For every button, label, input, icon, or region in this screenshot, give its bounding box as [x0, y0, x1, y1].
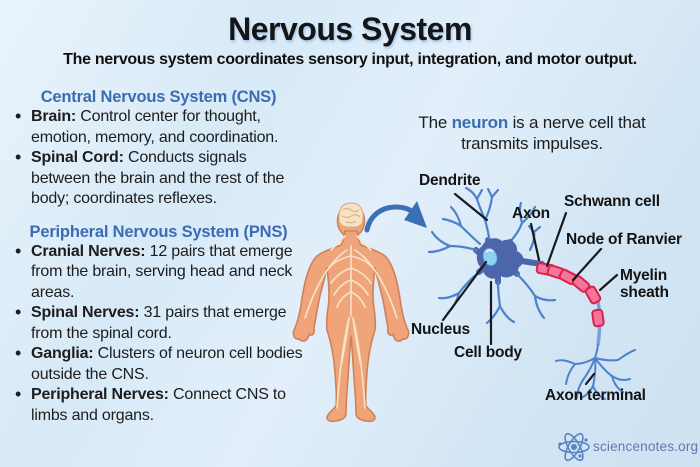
- bullet-term: Ganglia:: [31, 345, 94, 362]
- body-brain: [338, 202, 364, 228]
- pns-heading: Peripheral Nervous System (PNS): [29, 222, 288, 241]
- caption-highlight-neuron: neuron: [451, 113, 509, 132]
- pns-bullet-ganglia: Ganglia: Clusters of neuron cell bodies …: [10, 343, 307, 385]
- dendrite-pointer: [453, 192, 489, 222]
- text-column: Central Nervous System (CNS) Brain: Cont…: [10, 87, 307, 426]
- axon-terminal-branches: [555, 344, 636, 400]
- brain-squiggles: [341, 208, 361, 224]
- bullet-term: Cranial Nerves:: [31, 242, 146, 260]
- label-dendrite: Dendrite: [419, 172, 481, 189]
- page-title: Nervous System: [228, 11, 472, 47]
- bullet-desc: Control center for thought, emotion, mem…: [31, 108, 279, 146]
- myelin-segments: [535, 262, 605, 328]
- bullet-desc: Clusters of neuron cell bodies outside t…: [31, 345, 303, 383]
- page-subtitle: The nervous system coordinates sensory i…: [63, 51, 637, 68]
- label-axon: Axon: [512, 205, 550, 222]
- label-axon-terminal: Axon terminal: [545, 387, 646, 404]
- axon-pointer: [529, 222, 541, 262]
- node-of-ranvier-pointer: [571, 247, 603, 282]
- schwann-cell-pointer: [545, 211, 568, 268]
- bullet-term: Peripheral Nerves:: [31, 386, 169, 403]
- axon-terminal-pointer: [584, 372, 596, 386]
- pns-bullet-cranial-nerves: Cranial Nerves: 12 pairs that emerge fro…: [10, 241, 307, 304]
- cns-bullet-brain: Brain: Control center for thought, emoti…: [10, 106, 307, 148]
- pns-bullet-spinal-nerves: Spinal Nerves: 31 pairs that emerge from…: [10, 302, 307, 344]
- sciencenotes-logo-icon: [558, 432, 590, 462]
- cns-bullet-spinal-cord: Spinal Cord: Conducts signals between th…: [10, 147, 307, 210]
- label-pointer-lines: [441, 192, 619, 386]
- pns-bullet-peripheral-nerves: Peripheral Nerves: Connect CNS to limbs …: [10, 384, 307, 426]
- human-body-figure: [292, 202, 410, 423]
- label-cell-body: Cell body: [454, 344, 522, 361]
- bullet-desc: 31 pairs that emerge from the spinal cor…: [31, 304, 287, 342]
- header: Nervous System The nervous system coordi…: [0, 11, 700, 69]
- nucleus-pointer: [441, 260, 488, 322]
- bullet-term: Spinal Cord:: [31, 149, 124, 166]
- caption-pre: The: [418, 113, 452, 132]
- label-nucleus: Nucleus: [411, 321, 470, 338]
- bullet-desc: Connect CNS to limbs and organs.: [31, 386, 286, 424]
- caption-post: is a nerve cell that transmits impulses.: [461, 113, 646, 153]
- curved-arrow: [364, 201, 427, 233]
- label-schwann-cell: Schwann cell: [564, 193, 660, 210]
- neuron-caption: The neuron is a nerve cell that transmit…: [397, 112, 667, 154]
- label-node-of-ranvier: Node of Ranvier: [566, 231, 682, 248]
- bullet-term: Brain:: [31, 108, 77, 125]
- cns-heading: Central Nervous System (CNS): [40, 88, 277, 106]
- myelin-sheath-pointer: [598, 273, 619, 292]
- bullet-desc: Conducts signals between the brain and t…: [31, 149, 285, 207]
- label-myelin-sheath: Myelin sheath: [620, 267, 669, 301]
- bullet-term: Spinal Nerves:: [31, 304, 140, 321]
- brand-text: sciencenotes.org: [593, 439, 699, 454]
- bullet-desc: 12 pairs that emerge from the brain, ser…: [31, 242, 293, 301]
- body-nerves: [304, 235, 398, 409]
- nucleus-highlight: [485, 249, 494, 253]
